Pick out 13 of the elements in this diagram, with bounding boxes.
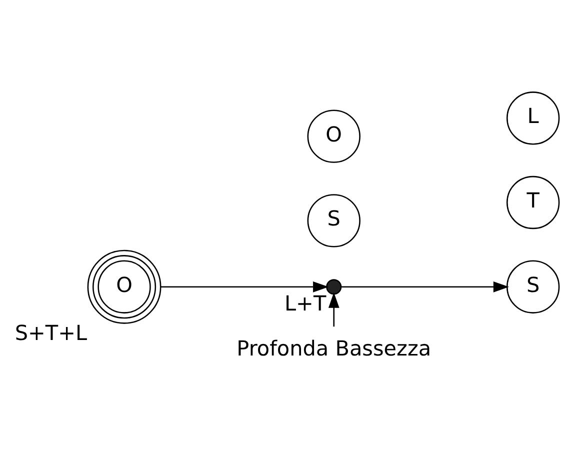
node-circle: O — [307, 110, 360, 163]
node-label: S+T+L — [14, 320, 88, 345]
node-circle — [326, 279, 342, 295]
node-circle: L — [506, 92, 560, 145]
node-circle: T — [506, 176, 560, 230]
node-circle: S — [307, 194, 360, 248]
node-circle: S — [506, 260, 560, 314]
node-circle: O — [87, 250, 162, 324]
node-text: Profonda Bassezza — [236, 336, 432, 360]
node-label: L+T — [284, 292, 326, 316]
arrow — [341, 281, 509, 292]
arrow — [328, 292, 340, 327]
arrow — [160, 281, 329, 292]
